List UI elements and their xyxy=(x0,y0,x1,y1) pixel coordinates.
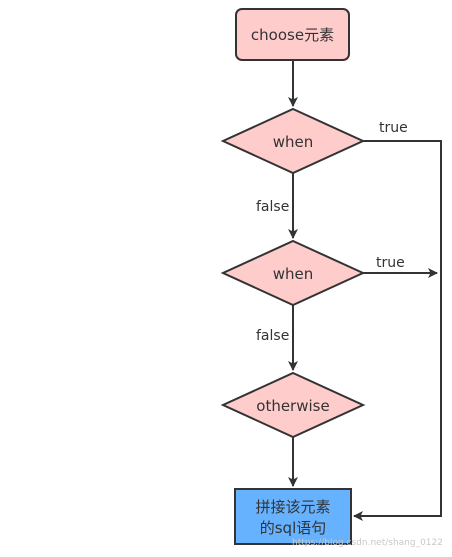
result-node-label-line2: 的sql语句 xyxy=(260,519,327,537)
edge-when1-false-label: false xyxy=(256,199,289,215)
start-node-label: choose元素 xyxy=(251,26,334,44)
edge-when2-false-label: false xyxy=(256,328,289,344)
edge-when1-true xyxy=(353,140,442,521)
edge-when2-true-label: true xyxy=(376,255,405,271)
edge-when1-true-label: true xyxy=(379,120,408,136)
watermark: https://blog.csdn.net/shang_0122 xyxy=(292,538,443,548)
result-node xyxy=(234,488,352,545)
decision-node-when-2-label: when xyxy=(273,265,314,283)
decision-node-otherwise-label: otherwise xyxy=(256,397,329,415)
result-node-label-line1: 拼接该元素 xyxy=(255,498,330,516)
decision-node-when-1-label: when xyxy=(273,133,314,151)
